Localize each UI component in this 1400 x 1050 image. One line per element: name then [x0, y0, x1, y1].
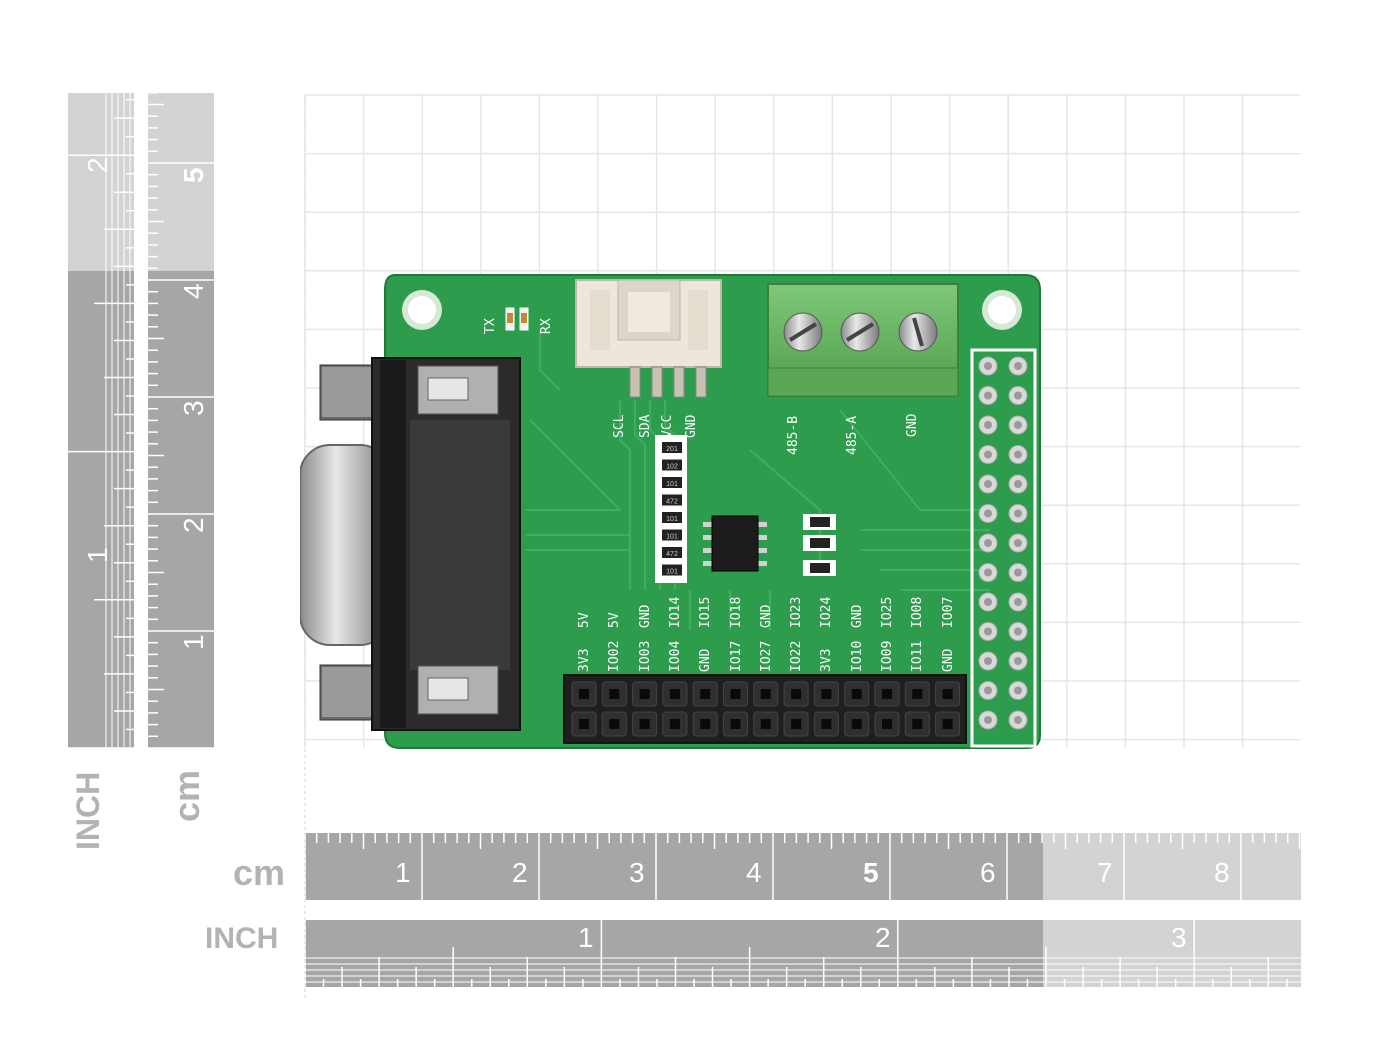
- header-pin-label: IO24: [819, 596, 835, 628]
- bottom-cm-tick-5: 5: [863, 857, 879, 888]
- header-pin-label: IO03: [637, 640, 653, 672]
- header-pin-label: IO10: [849, 640, 865, 672]
- resistor: [662, 547, 682, 558]
- header-pin-label: IO09: [880, 640, 895, 672]
- resistor-mark: 472: [666, 551, 678, 558]
- header-pin-label: GND: [698, 648, 714, 672]
- header-pin-label: GND: [849, 604, 865, 628]
- 485-a-label: 485-A: [845, 415, 860, 455]
- resistor-array: 201 102 101 472 101 101 472 101: [655, 435, 687, 583]
- bottom-cm-tick-6: 6: [980, 857, 996, 888]
- header-pin-label: 3V3: [819, 648, 835, 672]
- header-pin-label: IO14: [667, 596, 683, 628]
- resistor-mark: 472: [666, 499, 678, 506]
- header-pin-label: IO04: [667, 640, 683, 672]
- header-pin-label: GND: [758, 604, 774, 628]
- bottom-cm-ruler: 1 2 3 4 5 6 7 8: [305, 833, 1301, 900]
- resistor-mark: 101: [666, 481, 678, 488]
- bottom-cm-tick-3: 3: [629, 857, 645, 888]
- header-pin-label: 5V: [607, 612, 623, 628]
- vcc-label: VCC: [660, 414, 675, 438]
- header-pin-label: IO27: [758, 640, 774, 672]
- sda-label: SDA: [638, 414, 653, 438]
- bottom-cm-tick-1: 1: [395, 857, 411, 888]
- header-pin-label: GND: [940, 648, 956, 672]
- left-cm-unit-label: cm: [166, 769, 207, 822]
- left-inch-ruler: 2 1: [68, 93, 134, 748]
- left-cm-ruler: 5 4 3 2 1: [148, 93, 214, 748]
- resistor: [662, 494, 682, 506]
- left-cm-tick-4: 4: [178, 283, 209, 299]
- resistor-mark: 201: [666, 446, 678, 453]
- gnd-485-label: GND: [905, 413, 920, 437]
- left-cm-tick-1: 1: [178, 634, 209, 650]
- bottom-cm-unit-label: cm: [233, 852, 286, 893]
- left-inch-tick-2: 2: [82, 157, 113, 173]
- resistor-mark: 101: [666, 569, 678, 576]
- pcb-board: 201 102 101 472 101 101 472 101: [300, 274, 1041, 749]
- resistor: [662, 477, 682, 488]
- scl-label: SCL: [612, 414, 627, 438]
- i2c-grove-connector: [575, 279, 722, 398]
- left-cm-tick-2: 2: [178, 517, 209, 533]
- bottom-cm-tick-8: 8: [1214, 857, 1230, 888]
- right-pin-header: [970, 348, 1037, 748]
- rx-label: RX: [539, 318, 554, 334]
- header-pin-label: IO07: [940, 596, 956, 628]
- bottom-inch-unit-label: INCH: [205, 922, 279, 955]
- header-pin-label: 5V: [577, 612, 592, 628]
- resistor: [662, 529, 682, 541]
- resistor-mark: 101: [666, 516, 678, 523]
- header-pin-label: IO23: [789, 596, 805, 628]
- left-cm-tick-5: 5: [178, 167, 209, 183]
- rs485-terminal-block: [767, 283, 959, 397]
- rs485-transceiver-ic: [703, 515, 767, 572]
- bottom-inch-ruler: 1 2 3: [305, 920, 1301, 987]
- bottom-inch-tick-3: 3: [1171, 922, 1187, 953]
- resistor: [662, 442, 682, 453]
- header-pin-label: IO17: [728, 640, 744, 672]
- bottom-cm-tick-2: 2: [512, 857, 528, 888]
- left-inch-unit-label: INCH: [70, 771, 106, 850]
- resistor: [662, 459, 682, 471]
- header-pin-label: IO18: [728, 596, 744, 628]
- header-pin-label: GND: [637, 604, 653, 628]
- left-inch-tick-1: 1: [82, 547, 113, 563]
- gnd-i2c-label: GND: [684, 414, 699, 438]
- resistor: [662, 564, 682, 576]
- db9-connector: [300, 357, 521, 731]
- header-pin-label: 3V3: [577, 648, 592, 672]
- header-pin-label: IO02: [607, 640, 623, 672]
- bottom-cm-tick-7: 7: [1097, 857, 1113, 888]
- tx-label: TX: [483, 318, 498, 334]
- header-pin-label: IO15: [698, 596, 714, 628]
- header-pin-label: IO11: [910, 640, 926, 672]
- header-pin-label: IO08: [910, 596, 926, 628]
- header-pin-label: IO22: [789, 640, 805, 672]
- left-cm-tick-3: 3: [178, 400, 209, 416]
- bottom-cm-tick-4: 4: [746, 857, 762, 888]
- header-pin-label: IO25: [880, 596, 895, 628]
- resistor: [662, 512, 682, 523]
- resistor-mark: 102: [666, 464, 678, 471]
- bottom-female-header: [563, 674, 967, 744]
- 485-b-label: 485-B: [786, 415, 801, 455]
- resistor-mark: 101: [666, 534, 678, 541]
- bottom-inch-tick-2: 2: [875, 922, 891, 953]
- bottom-inch-tick-1: 1: [578, 922, 594, 953]
- small-resistors: [803, 514, 836, 576]
